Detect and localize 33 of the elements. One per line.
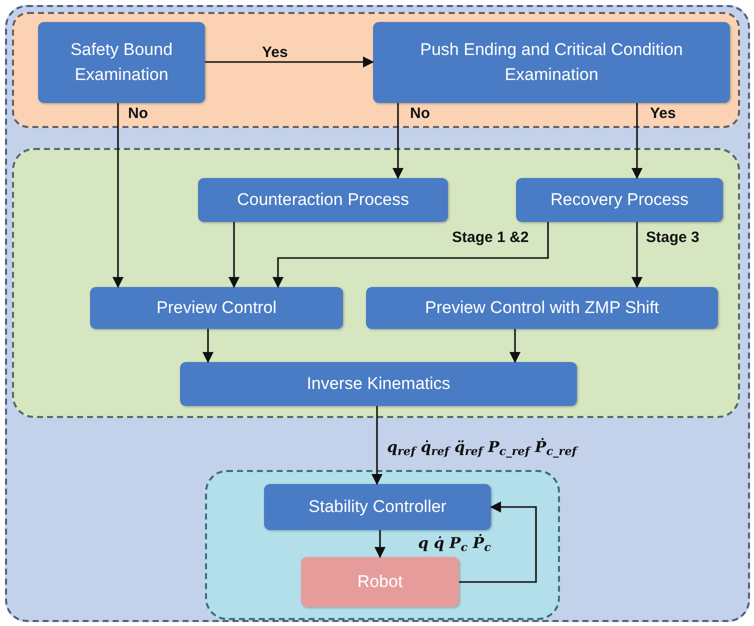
arrow bbox=[631, 222, 643, 288]
arrow bbox=[202, 329, 214, 364]
process-box: Stability Controller bbox=[264, 484, 491, 530]
arrow bbox=[374, 530, 386, 558]
edge-label: No bbox=[128, 104, 148, 124]
robot-box: Robot bbox=[301, 557, 459, 607]
edge-label: No bbox=[410, 104, 430, 124]
edge-label: q q̇ P$_{c}$ Ṗ$_{c}$ bbox=[418, 532, 491, 554]
dashed-panel bbox=[5, 5, 750, 622]
edge-label: Stage 1 &2 bbox=[452, 228, 529, 248]
edge-label: Yes bbox=[262, 43, 288, 63]
arrow bbox=[459, 501, 537, 583]
arrow bbox=[371, 406, 383, 486]
edge-label: Stage 3 bbox=[646, 228, 700, 248]
process-box: Inverse Kinematics bbox=[180, 362, 577, 406]
edge-label: q$_{ref}$ q̇$_{ref}$ q̈$_{ref}$ P$_{c_ref}$ Ṗ$_{c_ref}$ bbox=[387, 436, 577, 458]
dashed-panel bbox=[12, 12, 740, 128]
arrow bbox=[272, 222, 549, 288]
process-box: Preview Control bbox=[90, 287, 343, 329]
process-box: Recovery Process bbox=[516, 178, 723, 222]
arrow bbox=[228, 222, 240, 288]
process-box: Push Ending and Critical Condition Examination bbox=[373, 22, 730, 103]
dashed-panel bbox=[12, 148, 740, 418]
dashed-panel bbox=[205, 470, 560, 620]
process-box: Preview Control with ZMP Shift bbox=[366, 287, 718, 329]
edge-label: Yes bbox=[650, 104, 676, 124]
arrow bbox=[392, 103, 404, 180]
arrow bbox=[112, 103, 124, 288]
process-box: Safety Bound Examination bbox=[38, 22, 205, 103]
arrow bbox=[509, 329, 521, 364]
arrow bbox=[205, 56, 374, 68]
process-box: Counteraction Process bbox=[198, 178, 448, 222]
arrow bbox=[631, 103, 643, 180]
